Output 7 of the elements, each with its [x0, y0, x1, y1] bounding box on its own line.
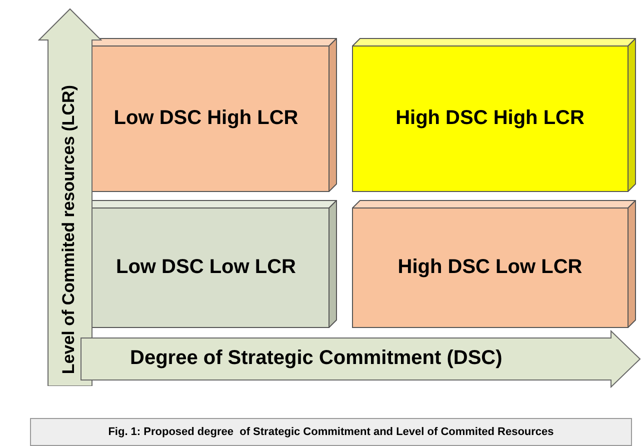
figure-caption: Fig. 1: Proposed degree of Strategic Commitment and Level of Commited Resources [30, 418, 632, 446]
axis-title: Degree of Strategic Commitment (DSC) [130, 347, 502, 370]
quadrant-label: Low DSC High LCR [112, 107, 300, 130]
quadrant-label: High DSC Low LCR [396, 256, 584, 279]
axis-title: Level of Commited resources (LCR) [59, 84, 79, 374]
quadrant-label: Low DSC Low LCR [115, 256, 297, 279]
quadrant-label: High DSC High LCR [394, 107, 586, 130]
